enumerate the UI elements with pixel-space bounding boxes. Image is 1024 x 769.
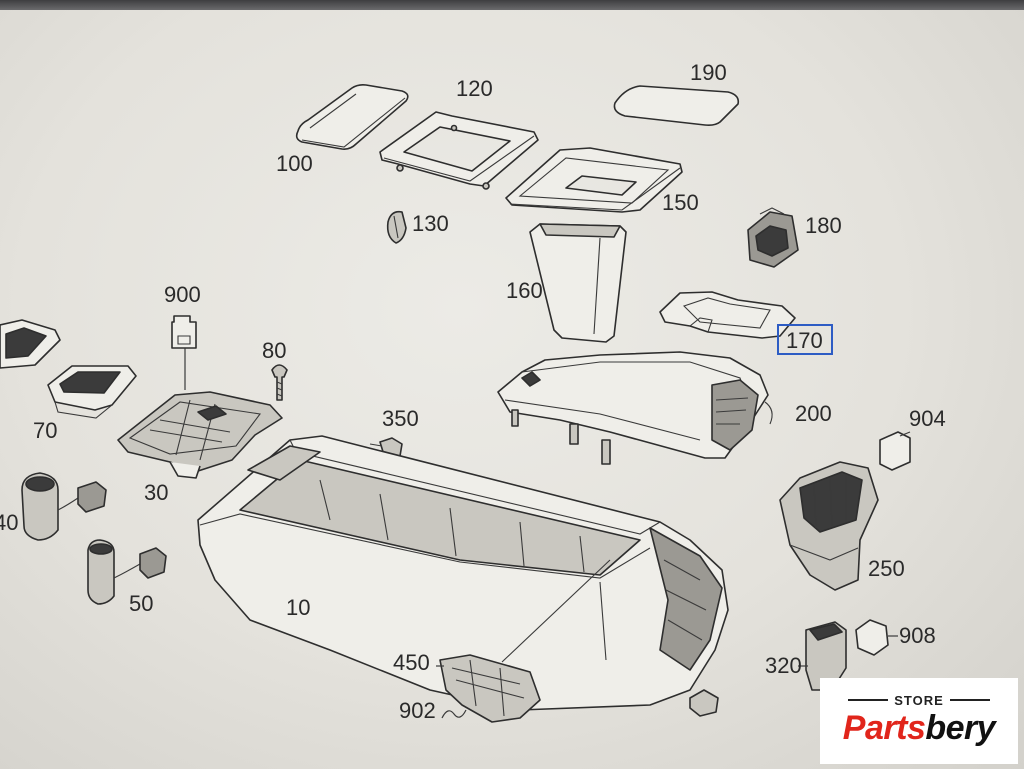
part-80-screw: [271, 364, 288, 401]
callout-170-highlight-box: [777, 324, 833, 355]
part-30-bracket: [117, 391, 283, 479]
callout-320: 320: [765, 653, 802, 678]
callout-160: 160: [506, 278, 543, 303]
logo-brand-red: Parts: [842, 709, 926, 747]
callout-30: 30: [144, 480, 168, 505]
logo-tagline-row: STORE: [820, 692, 1018, 708]
callout-180: 180: [805, 213, 842, 238]
part-904-connector: [879, 431, 911, 471]
part-902-fastener: [441, 709, 467, 719]
logo-brand: Partsbery: [820, 708, 1018, 748]
callout-80: 80: [262, 338, 286, 363]
callout-130: 130: [412, 211, 449, 236]
callout-900: 900: [164, 282, 201, 307]
callout-250: 250: [868, 556, 905, 581]
part-908-connector: [855, 619, 898, 656]
part-70-insert: [47, 365, 137, 419]
part-200-armrest: [497, 351, 773, 465]
part-160-cup-insert: [529, 223, 627, 343]
callout-904: 904: [909, 406, 946, 431]
part-900-connector: [171, 315, 197, 390]
part-100-lid: [295, 84, 409, 150]
part-base-clip: [689, 689, 719, 717]
callout-120: 120: [456, 76, 493, 101]
callout-908: 908: [899, 623, 936, 648]
part-150-cover-frame: [505, 147, 683, 213]
part-10-main-console: [197, 435, 729, 711]
callout-10: 10: [286, 595, 310, 620]
callout-50: 50: [129, 591, 153, 616]
callout-450: 450: [393, 650, 430, 675]
logo-brand-dark: bery: [925, 709, 996, 747]
callout-70: 70: [33, 418, 57, 443]
part-250-vent-unit: [779, 461, 879, 591]
logo-divider-left: [848, 699, 889, 701]
callout-150: 150: [662, 190, 699, 215]
monitor-bezel: [0, 0, 1024, 10]
part-180-latch: [747, 207, 799, 268]
callout-190: 190: [690, 60, 727, 85]
part-40-socket: [21, 472, 107, 541]
callout-902: 902: [399, 698, 436, 723]
part-190-mat: [613, 85, 740, 126]
part-50-socket: [87, 539, 167, 605]
callout-170: 170: [786, 328, 823, 353]
part-130-clip: [386, 210, 407, 244]
part-120-trim-frame: [379, 111, 539, 190]
part-170-tray: [659, 291, 796, 339]
part-450-bracket: [436, 654, 541, 723]
callout-350: 350: [382, 406, 419, 431]
logo-divider-right: [949, 699, 990, 701]
callout-40: 40: [0, 510, 18, 535]
part-left-edge-trim: [0, 319, 61, 369]
partsbery-logo: STORE Partsbery: [820, 678, 1018, 764]
callout-200: 200: [795, 401, 832, 426]
logo-tagline: STORE: [894, 692, 944, 708]
callout-100: 100: [276, 151, 313, 176]
part-320-socket: [798, 621, 847, 691]
